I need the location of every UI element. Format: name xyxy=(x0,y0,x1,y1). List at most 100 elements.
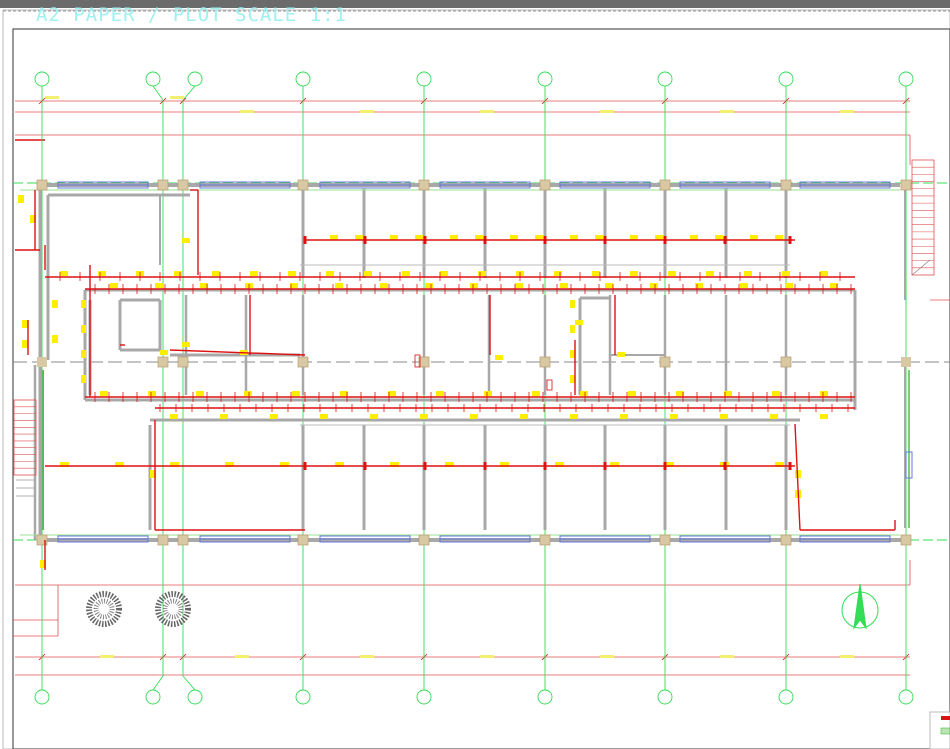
beam-tag xyxy=(155,283,163,288)
beam-tag xyxy=(570,325,575,333)
dimension-text xyxy=(600,110,614,113)
beam-tag xyxy=(22,340,28,348)
beam-tag xyxy=(40,560,46,568)
beam-tag xyxy=(470,414,478,419)
beam-tag xyxy=(620,414,628,419)
column xyxy=(418,179,430,191)
grid-bubble-icon xyxy=(537,689,553,705)
legend-stub xyxy=(929,711,950,749)
beam-tag xyxy=(570,235,578,240)
beam-tag xyxy=(81,375,86,383)
beam-tag xyxy=(355,235,363,240)
beam-tag xyxy=(724,391,732,396)
beam-tag xyxy=(772,391,780,396)
beam-tag xyxy=(478,271,486,276)
beam-tag xyxy=(690,235,698,240)
beam-tag xyxy=(200,283,208,288)
beam-tag xyxy=(182,342,190,347)
column xyxy=(900,179,912,191)
beam-tag xyxy=(570,375,575,383)
dimension-text xyxy=(100,655,114,658)
beam-tag xyxy=(225,462,234,467)
grid-bubble-icon xyxy=(778,689,794,705)
column xyxy=(539,356,551,368)
beam-tag xyxy=(495,355,503,360)
beam-tag xyxy=(570,300,575,308)
beam-tag xyxy=(445,462,454,467)
beam-tag xyxy=(60,462,69,467)
beam-tag xyxy=(390,462,399,467)
beam-tag xyxy=(605,283,613,288)
beam-tag xyxy=(820,391,828,396)
cad-title-bar xyxy=(0,0,950,8)
beam-tag xyxy=(415,235,423,240)
beam-tag xyxy=(630,271,638,276)
beam-tag xyxy=(335,283,343,288)
column xyxy=(659,534,671,546)
beam-tag xyxy=(364,271,372,276)
dimension-text xyxy=(840,655,854,658)
column xyxy=(297,179,309,191)
column xyxy=(659,179,671,191)
grid-bubble-icon xyxy=(537,71,553,87)
dimension-text xyxy=(480,110,494,113)
grid-bubble-icon xyxy=(416,689,432,705)
column xyxy=(157,179,169,191)
beam-tag xyxy=(668,271,676,276)
beam-tag xyxy=(160,350,168,355)
beam-tag xyxy=(115,462,124,467)
beam-tag xyxy=(655,235,663,240)
beam-tag xyxy=(148,391,156,396)
dimension-text xyxy=(360,655,374,658)
beam-tag xyxy=(520,414,528,419)
beam-tag xyxy=(532,391,540,396)
window xyxy=(905,451,913,479)
beam-tag xyxy=(484,391,492,396)
beam-tag xyxy=(570,414,578,419)
beam-tag xyxy=(510,235,518,240)
grid-bubble-icon xyxy=(34,689,50,705)
beam-tag xyxy=(340,391,348,396)
grid-bubble-icon xyxy=(657,71,673,87)
beam-tag xyxy=(330,235,338,240)
beam-tag xyxy=(380,283,388,288)
column xyxy=(900,534,912,546)
beam-tag xyxy=(770,414,778,419)
beam-tag xyxy=(170,462,179,467)
beam-tag xyxy=(535,235,543,240)
beam-tag xyxy=(555,462,564,467)
beam-tag xyxy=(288,271,296,276)
column xyxy=(659,356,671,368)
column xyxy=(901,357,911,367)
dimension-text xyxy=(235,655,249,658)
beam-tag xyxy=(820,271,828,276)
column xyxy=(177,356,189,368)
beam-tag xyxy=(775,462,784,467)
beam-tag xyxy=(750,235,758,240)
dimension-text xyxy=(240,110,254,113)
grid-bubble-icon xyxy=(898,71,914,87)
beam-tag xyxy=(292,391,300,396)
beam-tag xyxy=(695,283,703,288)
beam-tag xyxy=(560,283,568,288)
beam-tag xyxy=(81,325,86,333)
grid-axis-leader xyxy=(182,85,196,691)
beam-tag xyxy=(440,271,448,276)
beam-tag xyxy=(52,335,58,343)
column xyxy=(418,534,430,546)
beam-tag xyxy=(182,238,190,243)
grid-axes xyxy=(13,71,950,705)
beam-tag xyxy=(270,414,278,419)
beam-tag xyxy=(402,271,410,276)
beam-tag xyxy=(450,235,458,240)
beam-tag xyxy=(554,271,562,276)
beam-tag xyxy=(22,320,28,328)
beam-tag xyxy=(388,391,396,396)
beam-tag xyxy=(436,391,444,396)
beam-tag xyxy=(52,300,58,308)
grid-bubble-icon xyxy=(295,71,311,87)
beam-tag xyxy=(782,271,790,276)
north-arrow-icon xyxy=(841,583,879,630)
beam-tag xyxy=(98,271,106,276)
